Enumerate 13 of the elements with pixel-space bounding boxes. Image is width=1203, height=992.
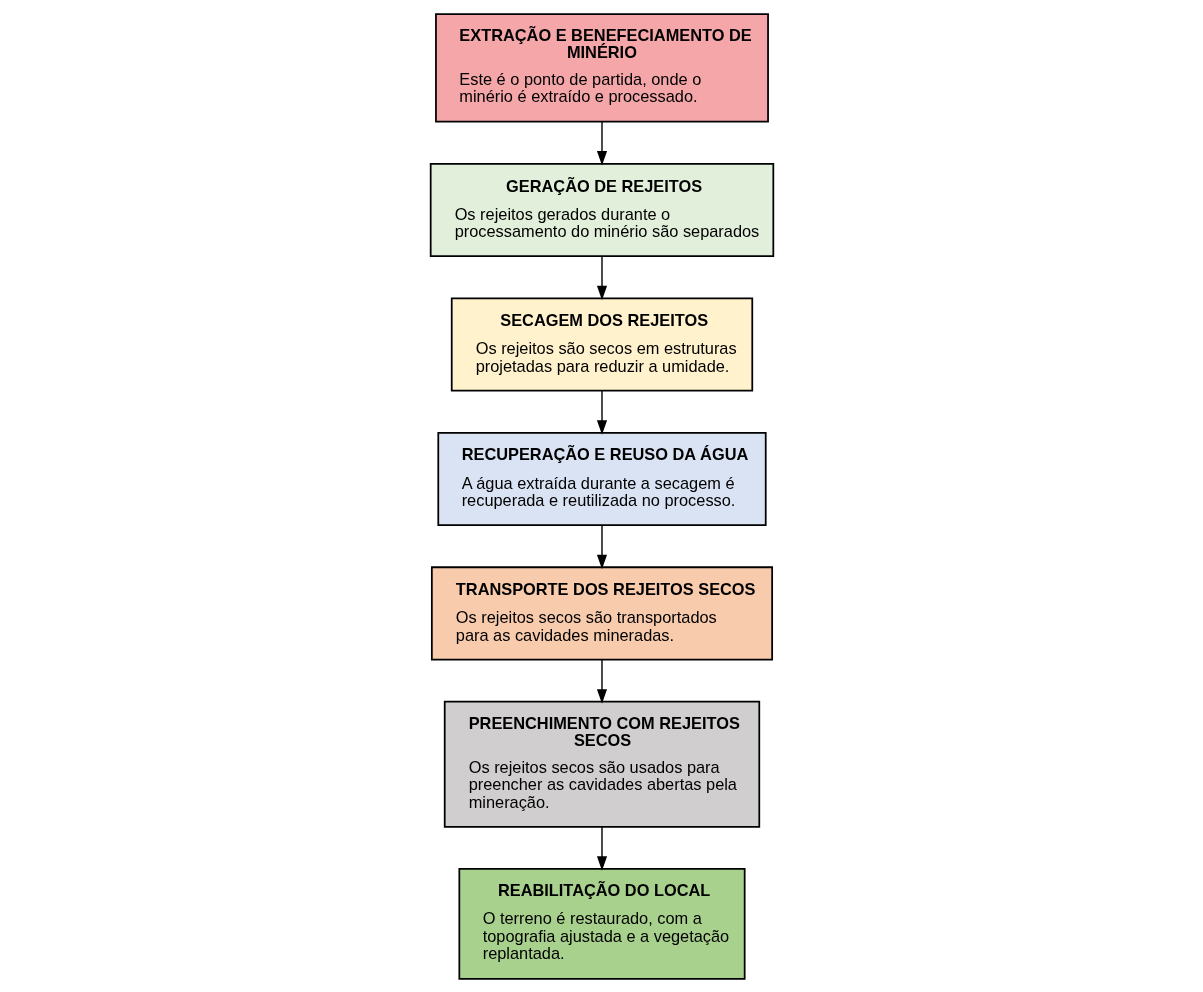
node-box: PREENCHIMENTO COM REJEITOS SECOS Os rejeitos secos são usados para preencher as cavidades abertas pela mineração.: [443, 700, 760, 828]
node-box: RECUPERAÇÃO E REUSO DA ÁGUA A água extraída durante a secagem é recuperada e reutilizada no processo.: [436, 431, 767, 526]
arrow: [596, 825, 607, 871]
arrow: [596, 255, 607, 300]
arrow: [596, 120, 607, 166]
node-box: SECAGEM DOS REJEITOS Os rejeitos são secos em estruturas projetadas para reduzir a umidade.: [450, 296, 753, 392]
node-box: TRANSPORTE DOS REJEITOS SECOS Os rejeitos secos são transportados para as cavidades mineradas.: [430, 565, 773, 660]
node-box: REABILITAÇÃO DO LOCAL O terreno é restaurado, com a topografia ajustada e a vegetação replantada.: [457, 867, 746, 980]
node-box: EXTRAÇÃO E BENEFECIAMENTO DE MINÉRIO Este é o ponto de partida, onde o minério é extraído e processado.: [434, 12, 769, 123]
arrow: [596, 658, 607, 704]
arrow: [596, 524, 607, 569]
arrow: [596, 389, 607, 435]
node-box: GERAÇÃO DE REJEITOS Os rejeitos gerados durante o processamento do minério são separados: [429, 162, 774, 257]
